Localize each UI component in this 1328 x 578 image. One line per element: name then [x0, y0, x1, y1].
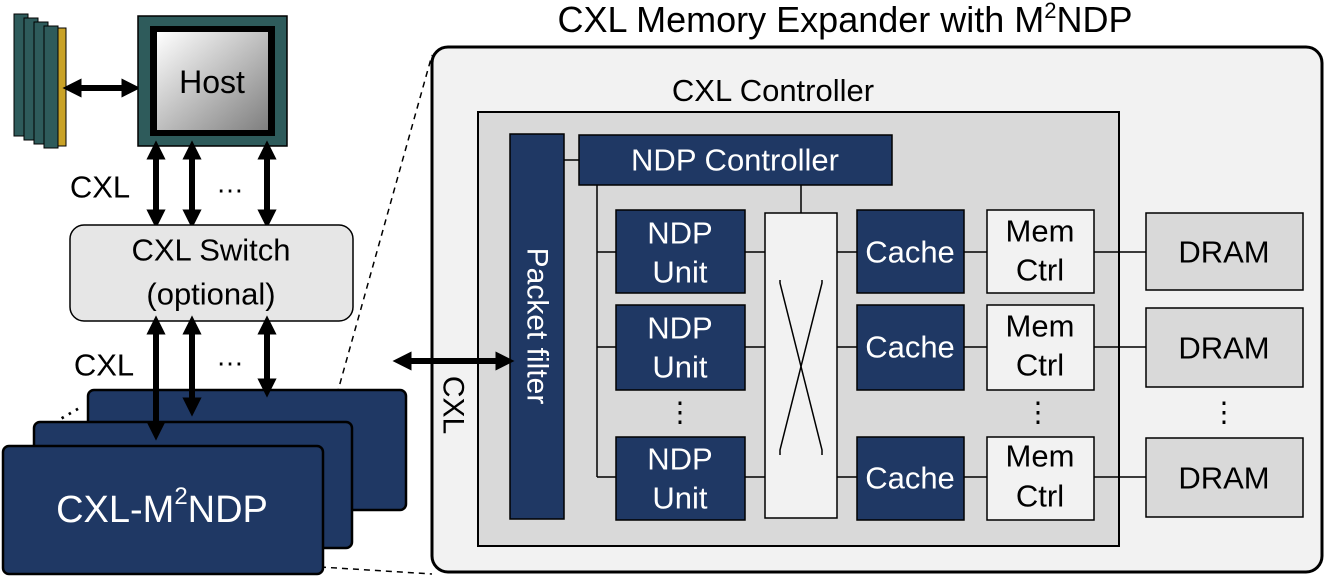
cxl-bottom-ellipsis: … [216, 341, 244, 372]
cache-block: Cache [856, 304, 965, 391]
zoom-line-bottom [319, 566, 433, 575]
cxl-top-ellipsis: … [216, 168, 244, 199]
svg-text:Ctrl: Ctrl [1016, 348, 1064, 383]
svg-text:NDP: NDP [647, 216, 712, 251]
svg-text:Cache: Cache [865, 330, 955, 365]
ndp-unit: NDP Unit [615, 209, 746, 294]
mem-ctrl-block: Mem Ctrl [986, 436, 1095, 521]
svg-text:DRAM: DRAM [1178, 461, 1269, 496]
svg-text:Mem: Mem [1006, 439, 1075, 474]
cxl-side-label: CXL [437, 376, 470, 434]
cache-block: Cache [856, 436, 965, 521]
mem-ctrl-ellipsis: ⋮ [1024, 397, 1052, 428]
mem-ctrl-block: Mem Ctrl [986, 209, 1095, 294]
packet-filter-block [509, 133, 565, 520]
ndp-unit: NDP Unit [615, 436, 746, 521]
mem-ctrl-block: Mem Ctrl [986, 304, 1095, 391]
cxl-controller-label: CXL Controller [672, 73, 874, 108]
cxl-switch-optional: (optional) [146, 277, 275, 312]
packet-filter-label: Packet filter [521, 248, 554, 405]
dram-block: DRAM [1145, 437, 1304, 518]
device-card-front [1, 444, 325, 576]
dram-ellipsis: ⋮ [1210, 397, 1238, 428]
zoom-line-top [324, 54, 433, 438]
svg-text:Cache: Cache [865, 235, 955, 270]
svg-text:NDP: NDP [647, 311, 712, 346]
cxl-switch-label: CXL Switch [131, 233, 290, 268]
dram-block: DRAM [1145, 307, 1304, 388]
svg-text:Unit: Unit [652, 481, 708, 516]
dram-block: DRAM [1145, 212, 1304, 291]
device-label: CXL-M2NDP [56, 483, 268, 532]
host-label: Host [179, 64, 245, 100]
host-chip: Host [137, 15, 288, 147]
device-stack-ellipsis: … [47, 388, 85, 427]
cxl-switch-box [69, 224, 354, 322]
svg-text:DRAM: DRAM [1178, 235, 1269, 270]
cache-block: Cache [856, 209, 965, 294]
svg-text:Cache: Cache [865, 461, 955, 496]
ndp-controller-block [578, 134, 893, 186]
svg-text:DRAM: DRAM [1178, 331, 1269, 366]
svg-text:Ctrl: Ctrl [1016, 479, 1064, 514]
ndp-controller-label: NDP Controller [631, 143, 839, 178]
cxl-bottom-label: CXL [74, 348, 134, 383]
dimm-icon [13, 13, 67, 149]
ndp-unit: NDP Unit [615, 304, 746, 391]
svg-text:Mem: Mem [1006, 309, 1075, 344]
svg-text:Unit: Unit [652, 350, 708, 385]
ndp-unit-ellipsis: ⋮ [666, 397, 694, 428]
svg-text:Unit: Unit [652, 255, 708, 290]
svg-text:Ctrl: Ctrl [1016, 253, 1064, 288]
svg-text:NDP: NDP [647, 442, 712, 477]
diagram-title: CXL Memory Expander with M2NDP [557, 0, 1132, 40]
svg-text:Mem: Mem [1006, 214, 1075, 249]
cxl-top-label: CXL [70, 170, 130, 205]
